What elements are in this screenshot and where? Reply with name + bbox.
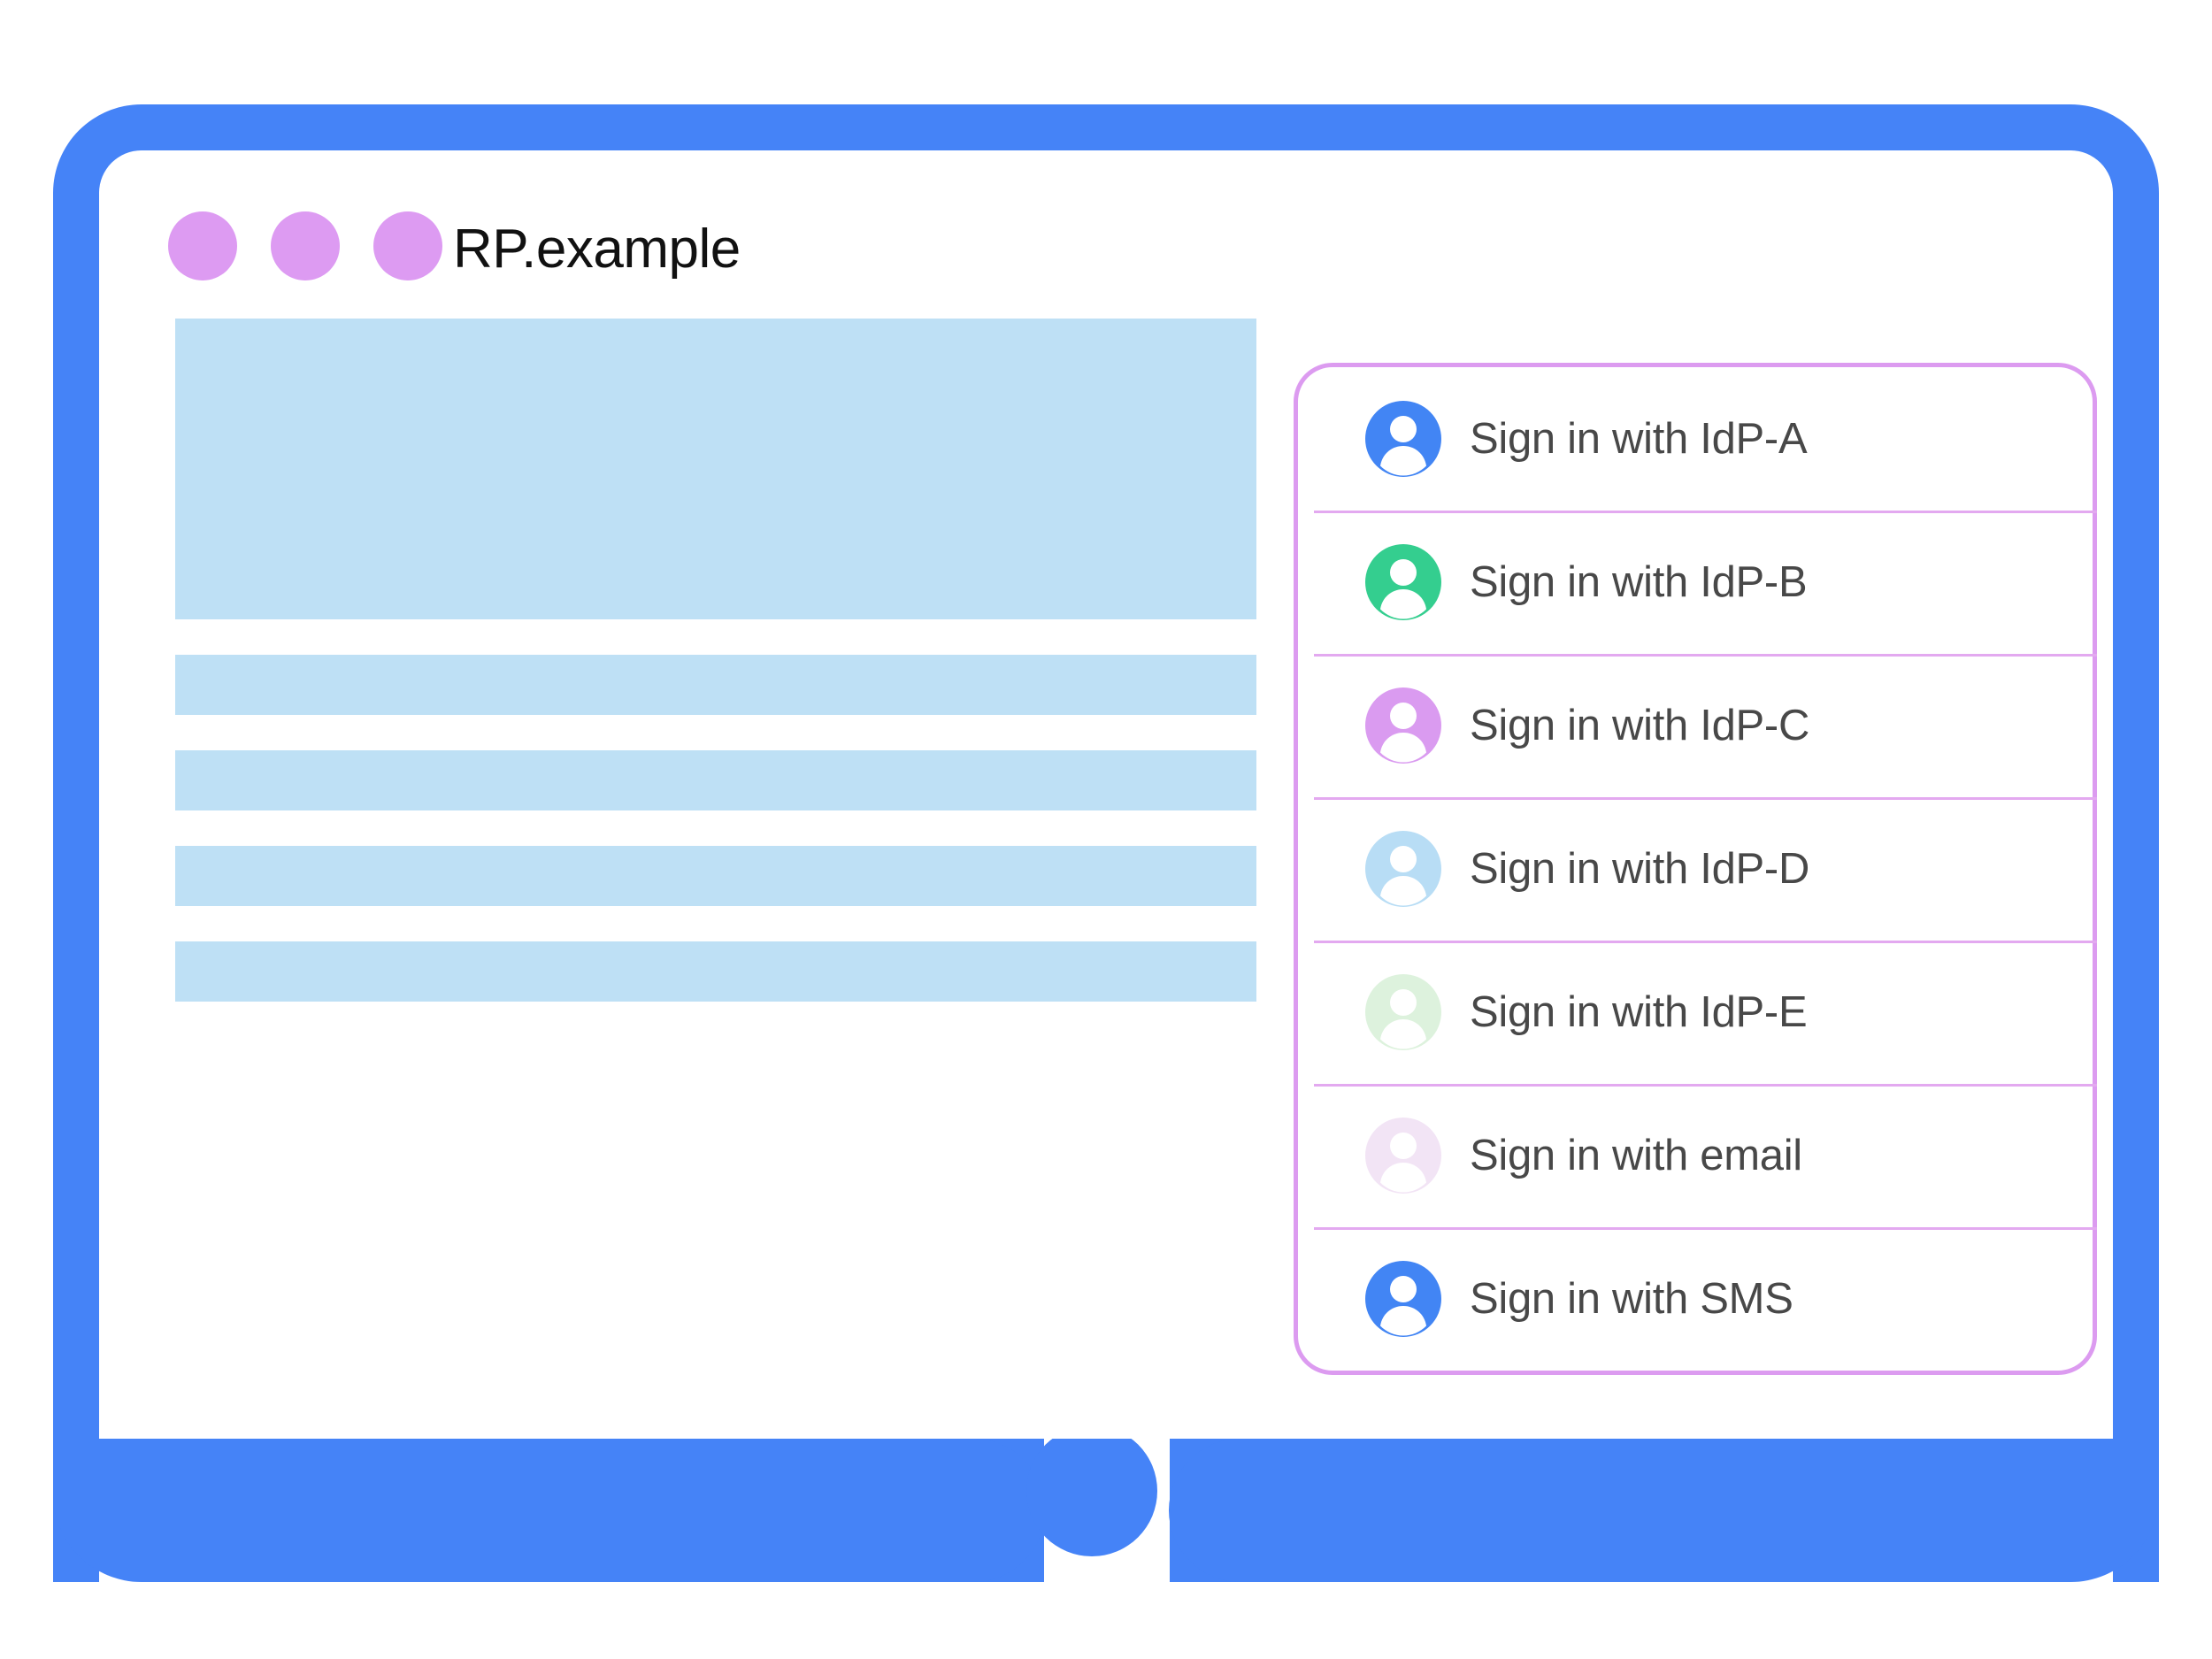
home-button[interactable] — [1026, 1425, 1157, 1556]
window-dot-maximize-icon[interactable] — [373, 211, 442, 280]
text-placeholder-2 — [175, 750, 1256, 810]
text-placeholder-4 — [175, 941, 1256, 1002]
account-avatar-icon — [1365, 687, 1441, 764]
signin-option-label: Sign in with IdP-E — [1470, 988, 1808, 1036]
signin-option-6[interactable]: Sign in with email — [1298, 1084, 2097, 1227]
signin-option-7[interactable]: Sign in with SMS — [1298, 1227, 2097, 1371]
device-chin-left — [53, 1439, 1045, 1582]
window-dot-minimize-icon[interactable] — [271, 211, 340, 280]
account-avatar-icon — [1365, 974, 1441, 1050]
account-avatar-icon — [1365, 1118, 1441, 1194]
signin-option-label: Sign in with IdP-B — [1470, 558, 1808, 606]
account-avatar-icon — [1365, 544, 1441, 620]
account-chooser-list: Sign in with IdP-A Sign in with IdP-B Sign… — [1298, 367, 2097, 1371]
signin-option-label: Sign in with IdP-A — [1470, 415, 1808, 463]
device-chin-right — [1169, 1439, 2159, 1582]
account-avatar-icon — [1365, 1261, 1441, 1337]
signin-option-3[interactable]: Sign in with IdP-C — [1298, 654, 2097, 797]
signin-option-label: Sign in with IdP-C — [1470, 702, 1810, 749]
signin-option-label: Sign in with IdP-D — [1470, 845, 1810, 893]
text-placeholder-3 — [175, 846, 1256, 906]
signin-option-2[interactable]: Sign in with IdP-B — [1298, 511, 2097, 654]
page-content-placeholders — [175, 319, 1256, 1037]
signin-option-5[interactable]: Sign in with IdP-E — [1298, 941, 2097, 1084]
signin-option-4[interactable]: Sign in with IdP-D — [1298, 797, 2097, 941]
account-avatar-icon — [1365, 401, 1441, 477]
account-avatar-icon — [1365, 831, 1441, 907]
browser-titlebar: RP.example — [99, 150, 2113, 354]
signin-option-1[interactable]: Sign in with IdP-A — [1298, 367, 2093, 511]
page-title: RP.example — [453, 219, 741, 280]
window-controls — [168, 211, 442, 280]
signin-option-label: Sign in with email — [1470, 1132, 1802, 1179]
hero-placeholder — [175, 319, 1256, 619]
window-dot-close-icon[interactable] — [168, 211, 237, 280]
account-chooser-dialog: Sign in with IdP-A Sign in with IdP-B Sign… — [1294, 363, 2097, 1375]
signin-option-label: Sign in with SMS — [1470, 1275, 1793, 1323]
text-placeholder-1 — [175, 655, 1256, 715]
